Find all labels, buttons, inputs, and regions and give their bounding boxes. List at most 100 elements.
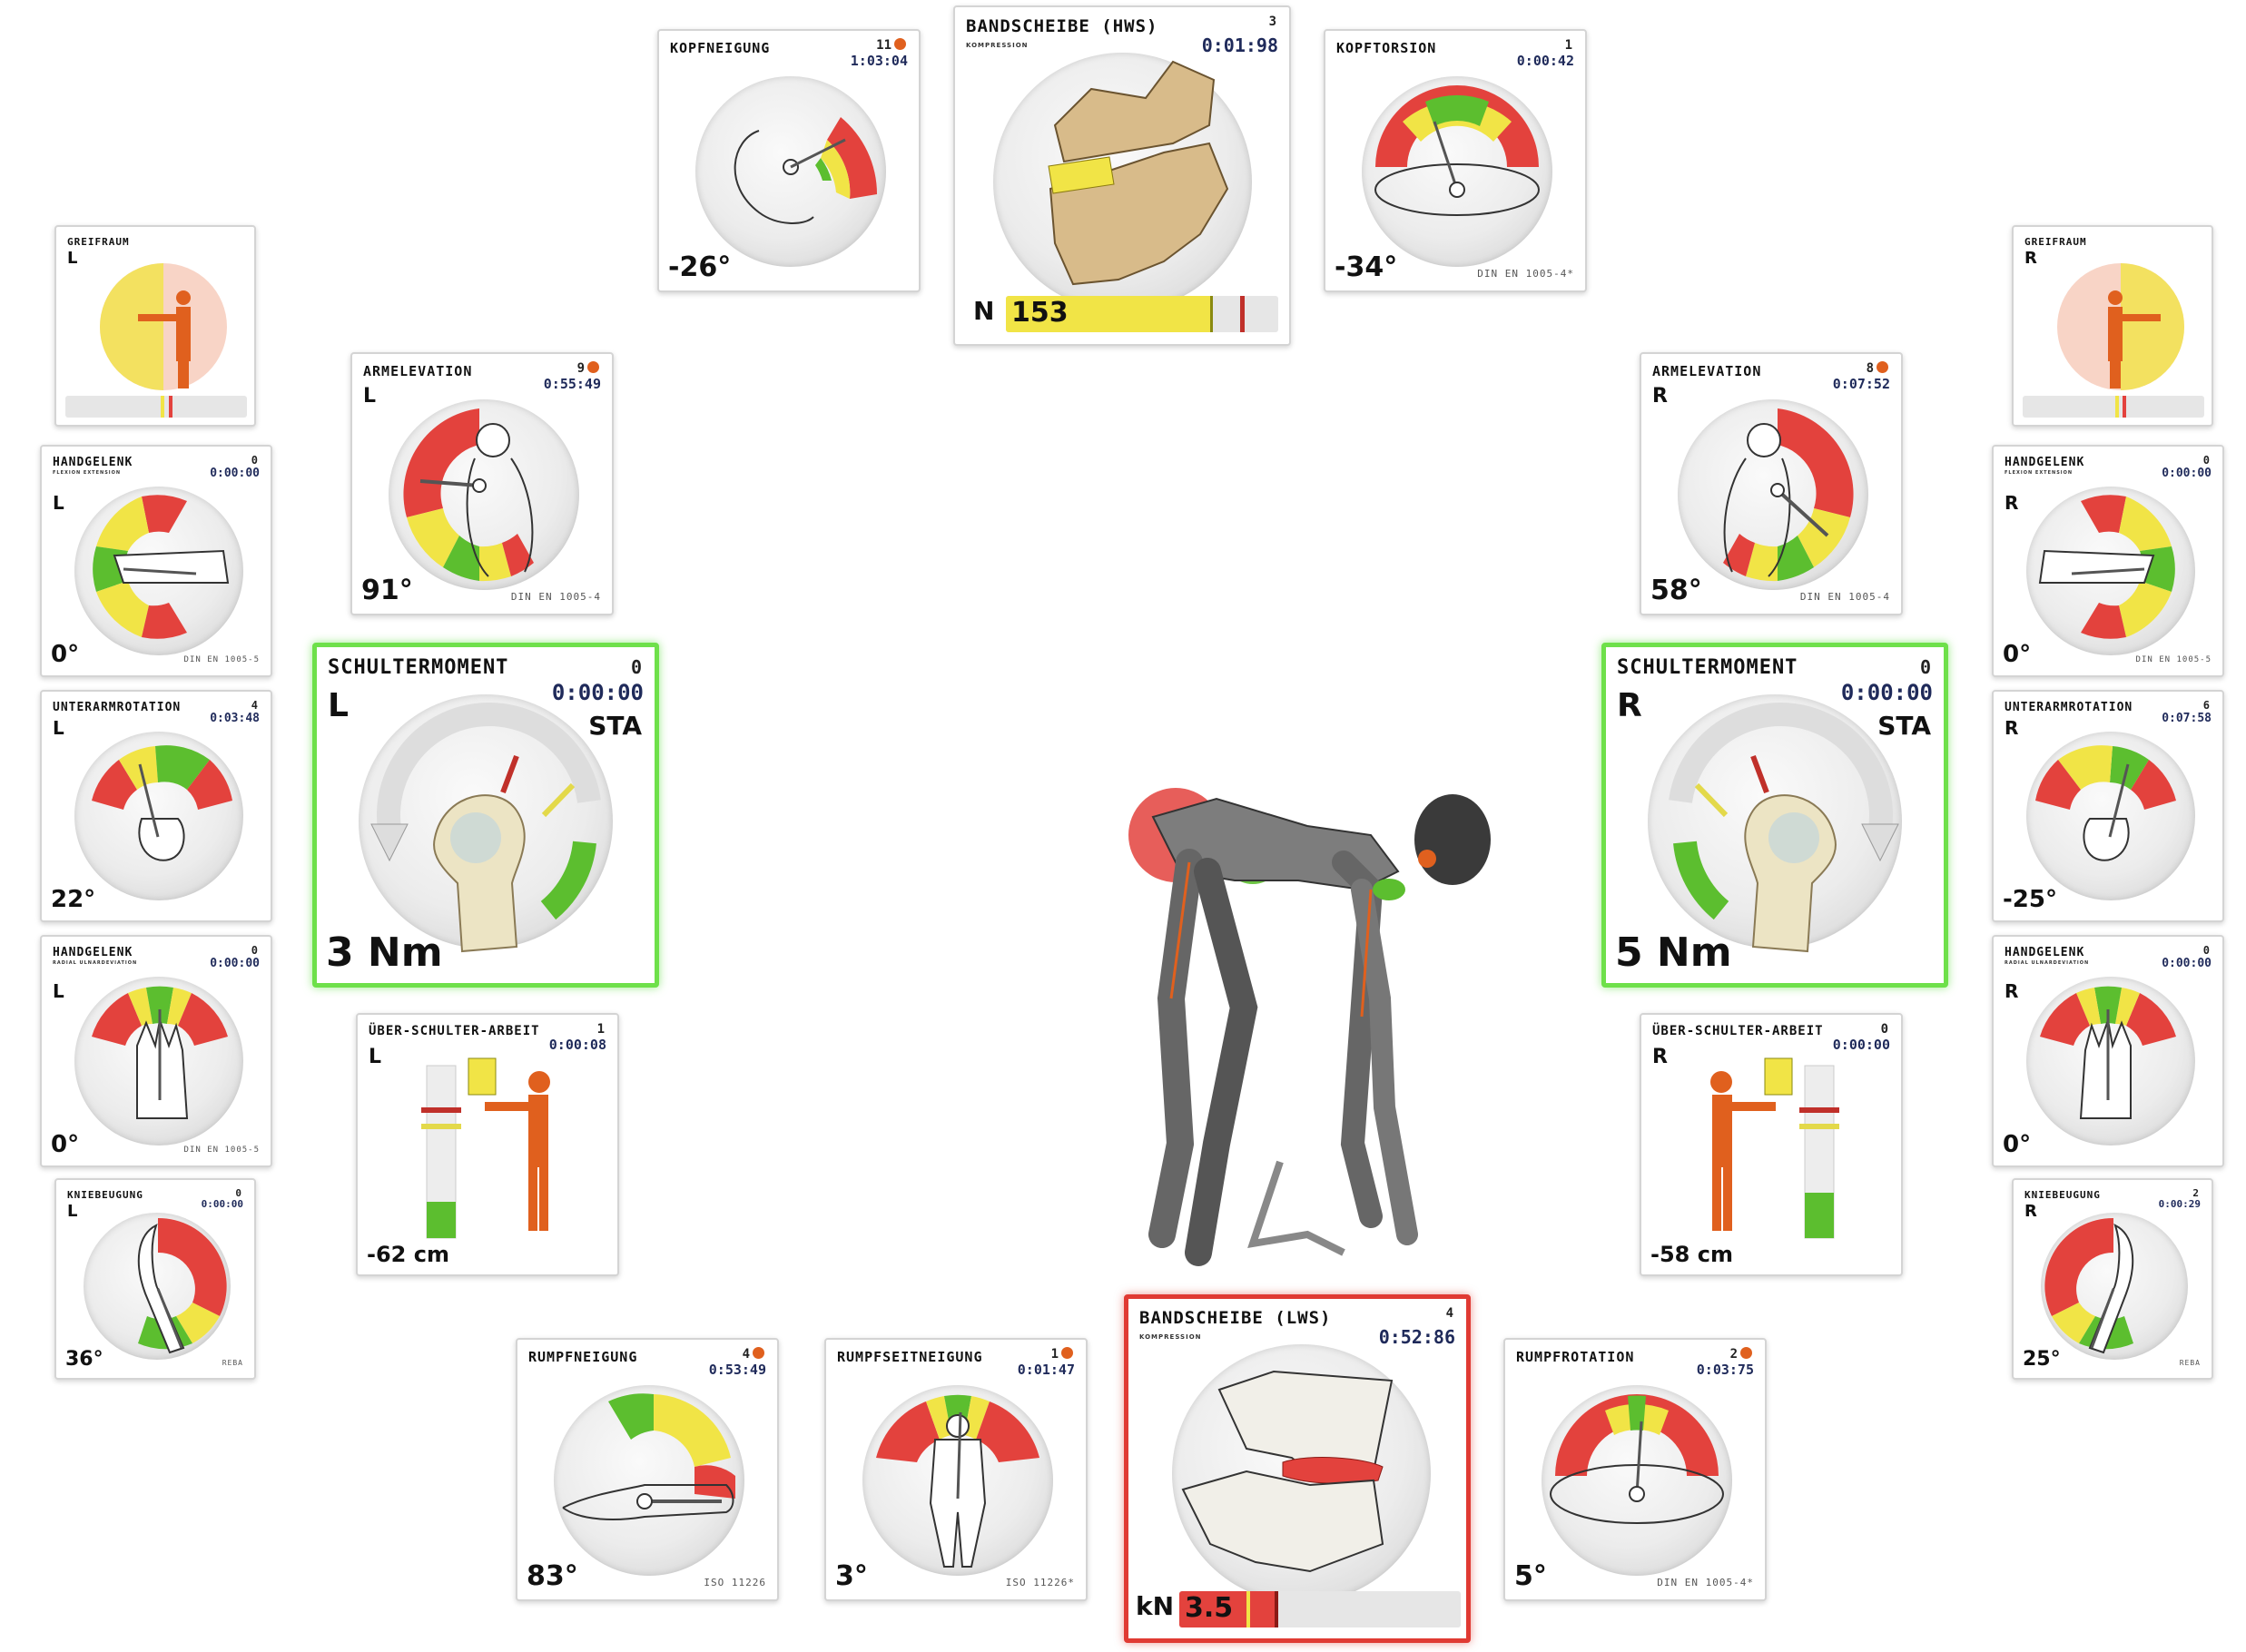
panel-rumpfrotation[interactable]: RUMPFROTATION 2 0:03:75 5° DIN EN 1005-4… [1503, 1338, 1767, 1601]
mode-label: STA [1877, 711, 1931, 741]
panel-unterarmrotation-left[interactable]: UNTERARMROTATION L 4 0:03:48 22° [40, 690, 272, 922]
event-count: 8 [1867, 361, 1888, 376]
panel-rumpfneigung[interactable]: RUMPFNEIGUNG 4 0:53:49 83° ISO 11226 [516, 1338, 779, 1601]
panel-schultermoment-left[interactable]: SCHULTERMOMENT L 0 0:00:00 STA 3 Nm [312, 643, 659, 988]
trunk-rotation-gauge-icon [1550, 1394, 1724, 1524]
reach-zone-icon [2057, 263, 2184, 390]
height-value: -62 cm [367, 1242, 449, 1267]
angle-value: 22° [51, 886, 96, 913]
standard-label: DIN EN 1005-4* [1657, 1577, 1754, 1588]
panel-armelevation-left[interactable]: ARMELEVATION L 9 0:55:49 91° DIN EN 1005… [350, 352, 614, 615]
forearm-rotation-gauge-icon [2035, 745, 2176, 861]
panel-greifraum-left[interactable]: GREIFRAUM L [54, 225, 256, 427]
duration: 0:00:00 [2162, 957, 2212, 970]
angle-value: -34° [1335, 251, 1398, 283]
side-label: L [53, 980, 64, 1002]
head-rotation-gauge-icon [1374, 85, 1540, 216]
panel-title: HANDGELENK [53, 456, 133, 469]
duration: 0:07:52 [1832, 376, 1890, 392]
side-label: R [2024, 1202, 2037, 1221]
panel-subtitle: FLEXION EXTENSION [53, 470, 122, 476]
panel-title: GREIFRAUM [2024, 236, 2087, 248]
panel-handgelenk-deviation-left[interactable]: HANDGELENK RADIAL ULNARDEVIATION L 0 0:0… [40, 935, 272, 1167]
duration: 0:00:00 [2162, 467, 2212, 480]
standard-label: DIN EN 1005-4 [510, 591, 601, 603]
standard-label: DIN EN 1005-5 [183, 1146, 260, 1155]
panel-rumpfseitneigung[interactable]: RUMPFSEITNEIGUNG 1 0:01:47 3° ISO 11226* [824, 1338, 1088, 1601]
force-unit: N [973, 296, 995, 326]
panel-kopfneigung[interactable]: KOPFNEIGUNG 11 1:03:04 -26° [657, 29, 921, 292]
angle-value: 58° [1650, 575, 1702, 606]
duration: 0:01:47 [1017, 1362, 1075, 1378]
alert-dot-icon [1740, 1347, 1752, 1359]
arm-elevation-gauge-icon [1723, 408, 1854, 582]
compression-bar: 153 [1006, 296, 1278, 332]
standard-label: DIN EN 1005-4 [1799, 591, 1890, 603]
wrist-flexion-gauge-icon [93, 495, 230, 639]
panel-handgelenk-flexion-left[interactable]: HANDGELENK FLEXION EXTENSION L 0 0:00:00… [40, 445, 272, 677]
panel-title: UNTERARMROTATION [53, 701, 182, 714]
angle-value: 0° [2003, 641, 2032, 668]
knee-flexion-gauge-icon [137, 1217, 227, 1354]
event-count: 1 [596, 1022, 605, 1037]
panel-subtitle: KOMPRESSION [966, 42, 1029, 49]
panel-armelevation-right[interactable]: ARMELEVATION R 8 0:07:52 58° DIN EN 1005… [1640, 352, 1903, 615]
event-count: 0 [2202, 944, 2210, 957]
event-count: 0 [1880, 1022, 1888, 1037]
wrist-deviation-gauge-icon [2040, 986, 2176, 1119]
side-label: L [53, 717, 64, 739]
compression-bar-fill [1179, 1591, 1279, 1627]
panel-title: RUMPFNEIGUNG [528, 1349, 638, 1365]
duration: 0:52:86 [1378, 1326, 1455, 1348]
worker-avatar-3d-model [1128, 788, 1491, 1266]
arm-elevation-gauge-icon [403, 408, 534, 582]
duration: 0:03:75 [1696, 1362, 1754, 1378]
panel-schultermoment-right[interactable]: SCHULTERMOMENT R 0 0:00:00 STA 5 Nm [1601, 643, 1948, 988]
duration: 0:00:00 [1840, 680, 1933, 705]
panel-handgelenk-flexion-right[interactable]: HANDGELENK FLEXION EXTENSION R 0 0:00:00… [1992, 445, 2224, 677]
shoulder-moment-gauge-icon [1669, 703, 1899, 953]
panel-title: KOPFTORSION [1336, 40, 1437, 56]
panel-kniebeugung-right[interactable]: KNIEBEUGUNG R 2 0:00:29 25° REBA [2012, 1178, 2213, 1380]
duration: 0:01:98 [1201, 34, 1278, 56]
side-label: R [1617, 687, 1642, 724]
alert-dot-icon [753, 1347, 764, 1359]
panel-ueber-schulter-arbeit-left[interactable]: ÜBER-SCHULTER-ARBEIT L 1 0:00:08 -62 cm [356, 1013, 619, 1276]
panel-ueber-schulter-arbeit-right[interactable]: ÜBER-SCHULTER-ARBEIT R 0 0:00:00 -58 cm [1640, 1013, 1903, 1276]
side-label: R [2024, 249, 2037, 268]
wrist-deviation-gauge-icon [92, 986, 228, 1119]
panel-subtitle: FLEXION EXTENSION [2005, 470, 2074, 476]
panel-greifraum-right[interactable]: GREIFRAUM R [2012, 225, 2213, 427]
duration: 0:00:08 [548, 1037, 606, 1053]
force-value: 3.5 [1185, 1592, 1234, 1624]
event-count: 6 [2202, 699, 2210, 712]
panel-handgelenk-deviation-right[interactable]: HANDGELENK RADIAL ULNARDEVIATION R 0 0:0… [1992, 935, 2224, 1167]
angle-value: 0° [51, 1131, 80, 1158]
panel-bandscheibe-hws[interactable]: BANDSCHEIBE (HWS) KOMPRESSION 3 0:01:98 … [953, 5, 1291, 346]
panel-title: ARMELEVATION [363, 363, 473, 379]
panel-subtitle: KOMPRESSION [1139, 1333, 1202, 1341]
panel-bandscheibe-lws[interactable]: BANDSCHEIBE (LWS) KOMPRESSION 4 0:52:86 … [1124, 1294, 1471, 1643]
panel-unterarmrotation-right[interactable]: UNTERARMROTATION R 6 0:07:58 -25° [1992, 690, 2224, 922]
moment-value: 3 Nm [326, 929, 443, 976]
panel-title: SCHULTERMOMENT [328, 656, 509, 679]
compression-bar-fill [1006, 296, 1213, 332]
panel-title: SCHULTERMOMENT [1617, 656, 1798, 679]
height-value: -58 cm [1650, 1242, 1733, 1267]
panel-title: ÜBER-SCHULTER-ARBEIT [1652, 1024, 1824, 1038]
panel-title: ÜBER-SCHULTER-ARBEIT [369, 1024, 540, 1038]
event-count: 4 [1445, 1306, 1453, 1321]
event-count: 11 [876, 38, 906, 53]
panel-kniebeugung-left[interactable]: KNIEBEUGUNG L 0 0:00:00 36° REBA [54, 1178, 256, 1380]
wrist-flexion-gauge-icon [2038, 495, 2175, 639]
duration: 0:00:00 [201, 1198, 243, 1210]
lumbar-vertebra-icon [1181, 1370, 1394, 1573]
event-count: 1 [1051, 1347, 1073, 1362]
reach-zone-icon [100, 263, 227, 390]
side-label: L [369, 1046, 382, 1068]
panel-title: GREIFRAUM [67, 236, 130, 248]
standard-label: DIN EN 1005-5 [2135, 655, 2212, 664]
panel-kopftorsion[interactable]: KOPFTORSION 1 0:00:42 -34° DIN EN 1005-4… [1324, 29, 1587, 292]
trunk-inclination-gauge-icon [562, 1393, 735, 1520]
side-label: R [1652, 385, 1668, 408]
